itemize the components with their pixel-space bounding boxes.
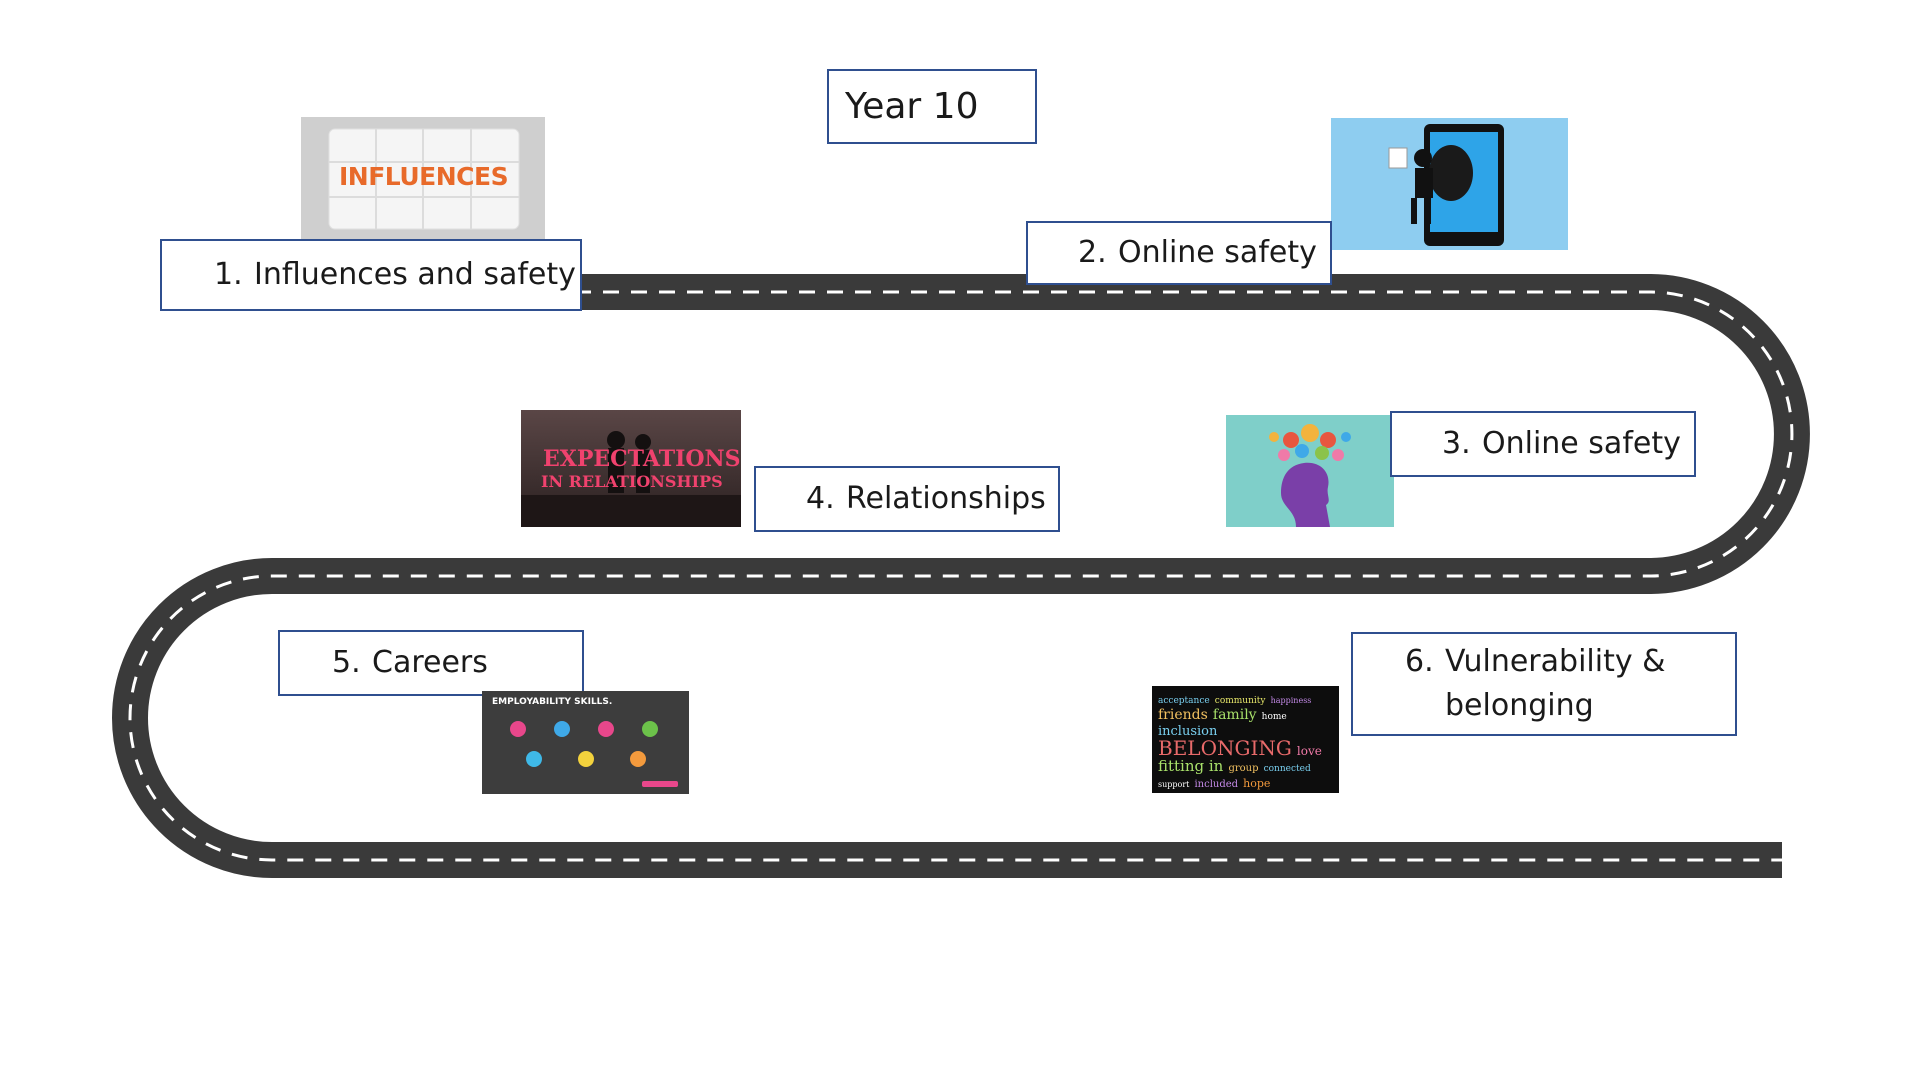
word-cloud-image: acceptance community happiness friends f… [1152, 686, 1339, 793]
head-flowers-icon [1269, 424, 1351, 527]
phone-thief-icon [1388, 124, 1504, 246]
title-box: Year 10 [827, 69, 1037, 144]
word-cloud-word: hope [1243, 777, 1271, 790]
stage-2-label: 2. Online safety [1026, 221, 1332, 285]
skills-icons [510, 721, 678, 787]
puzzle-image: INFLUENCES [301, 117, 545, 239]
stage-6-label: 6. Vulnerability & belonging [1351, 632, 1737, 736]
word-cloud-word: group [1228, 763, 1259, 774]
stage-1-text: Influences and safety [254, 257, 576, 292]
stage-2-text: Online safety [1118, 235, 1317, 270]
stage-1-number: 1. [214, 257, 243, 292]
couple-silhouette-icon [521, 431, 741, 527]
word-cloud-word: friends [1158, 707, 1208, 723]
expectations-image-line2: IN RELATIONSHIPS [541, 472, 723, 491]
word-cloud-word: inclusion [1158, 724, 1218, 739]
word-cloud-word: home [1261, 712, 1287, 722]
stage-6-text-line2: belonging [1445, 688, 1594, 723]
head-flowers-image [1226, 415, 1394, 527]
employability-image-text: EMPLOYABILITY SKILLS. [492, 697, 613, 707]
word-cloud-word: community [1214, 696, 1266, 706]
stage-4-text: Relationships [846, 481, 1046, 516]
stage-2-number: 2. [1078, 235, 1107, 270]
stage-6-text-line1: Vulnerability & [1445, 644, 1666, 679]
stage-3-number: 3. [1442, 426, 1471, 461]
stage-3-text: Online safety [1482, 426, 1681, 461]
phone-thief-image [1331, 118, 1568, 250]
word-cloud-word: love [1296, 744, 1322, 758]
stage-5-label: 5. Careers [278, 630, 584, 696]
stage-4-number: 4. [806, 481, 835, 516]
stage-1-label: 1. Influences and safety [160, 239, 582, 311]
couple-silhouette-image: EXPECTATIONS IN RELATIONSHIPS [521, 410, 741, 527]
word-cloud-word: connected [1263, 764, 1311, 774]
word-cloud-word: support [1158, 780, 1190, 789]
influences-image-text: INFLUENCES [339, 162, 509, 191]
stage-5-text: Careers [372, 645, 488, 680]
word-cloud-word: fitting in [1158, 757, 1224, 775]
word-cloud-word: BELONGING [1158, 736, 1292, 760]
stage-4-label: 4. Relationships [754, 466, 1060, 532]
puzzle-pieces-icon [301, 117, 545, 239]
word-cloud-word: happiness [1270, 696, 1312, 705]
word-cloud-word: included [1194, 779, 1239, 790]
word-cloud-word: family [1212, 707, 1257, 723]
page-title: Year 10 [845, 86, 979, 127]
stage-6-number: 6. [1405, 644, 1434, 679]
skills-icons-image: EMPLOYABILITY SKILLS. [482, 691, 689, 794]
word-cloud-word: acceptance [1158, 696, 1210, 706]
expectations-image-line1: EXPECTATIONS [543, 446, 741, 472]
stage-5-number: 5. [332, 645, 361, 680]
stage-3-label: 3. Online safety [1390, 411, 1696, 477]
